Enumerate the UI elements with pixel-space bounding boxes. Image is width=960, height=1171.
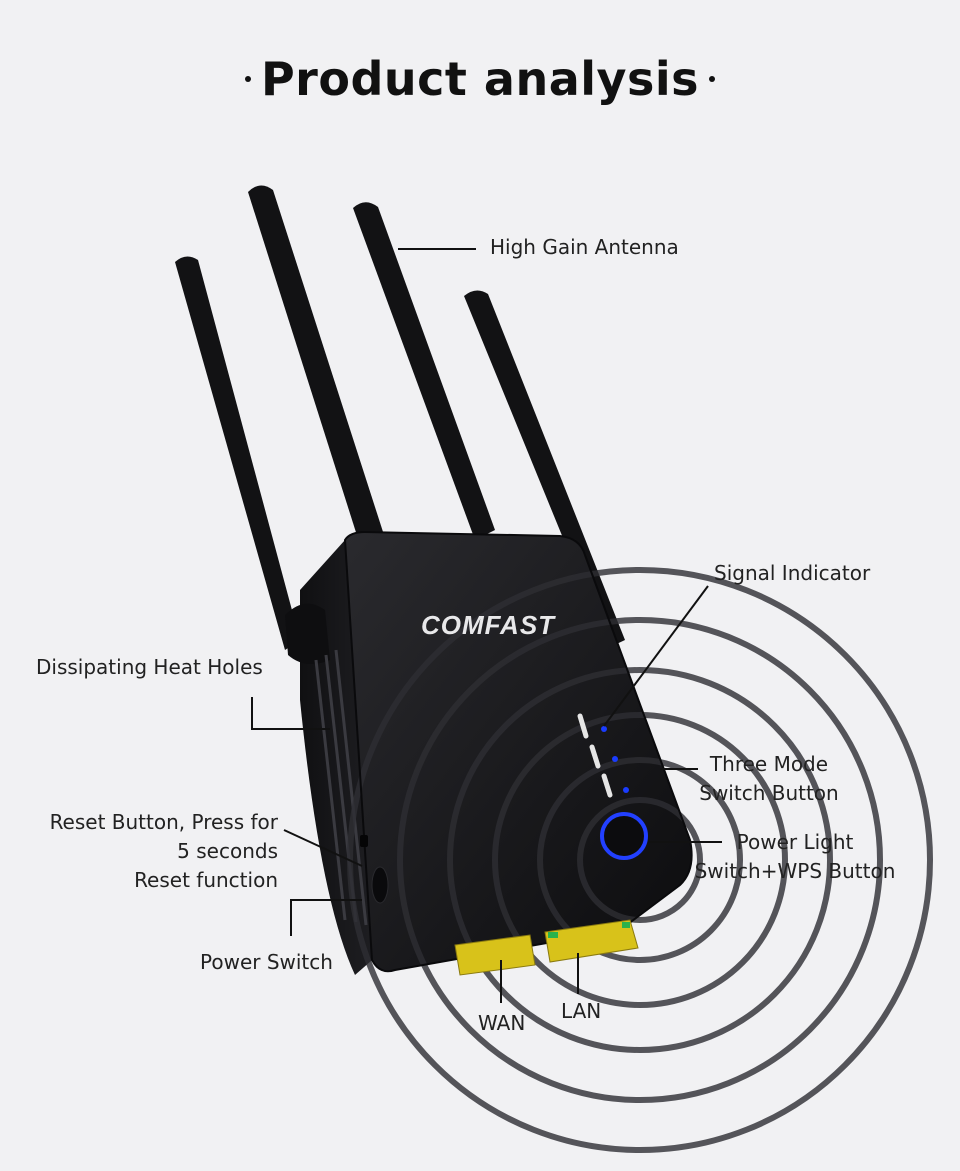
- label-power-light-line1: Power Light: [736, 830, 854, 854]
- reset-pinhole: [360, 835, 368, 847]
- label-reset-line1: Reset Button, Press for: [49, 810, 278, 834]
- port-wan: [454, 934, 536, 976]
- label-wan: WAN: [478, 1011, 526, 1035]
- label-reset-line2: 5 seconds: [177, 839, 278, 863]
- brand-logo: COMFAST: [421, 610, 556, 640]
- label-power-switch: Power Switch: [200, 950, 333, 974]
- label-three-mode: Three Mode Switch Button: [686, 750, 852, 808]
- antenna-2: [248, 185, 384, 546]
- port-lan: [544, 919, 639, 963]
- antenna-base-left: [285, 603, 330, 664]
- antenna-1: [175, 256, 300, 650]
- callout-lines: [251, 248, 722, 1003]
- power-wps-button: [600, 812, 648, 860]
- label-three-mode-line1: Three Mode: [709, 752, 829, 776]
- antenna-3: [353, 202, 495, 540]
- device-body: [345, 532, 692, 972]
- label-power-light: Power Light Switch+WPS Button: [690, 828, 900, 886]
- power-switch-knob: [371, 866, 389, 904]
- label-reset-button: Reset Button, Press for 5 seconds Reset …: [20, 808, 278, 895]
- title-dot-left: [244, 75, 251, 82]
- antennas: [175, 185, 625, 650]
- label-signal-indicator: Signal Indicator: [714, 561, 871, 585]
- label-power-light-line2: Switch+WPS Button: [694, 859, 896, 883]
- label-high-gain-antenna: High Gain Antenna: [490, 235, 679, 259]
- label-lan: LAN: [561, 999, 602, 1023]
- label-three-mode-line2: Switch Button: [699, 781, 839, 805]
- signal-leds: [601, 726, 629, 793]
- title-dot-right: [709, 75, 716, 82]
- title-text: Product analysis: [260, 52, 700, 106]
- label-heat-holes: Dissipating Heat Holes: [36, 655, 263, 679]
- wave-texture: [347, 567, 933, 1153]
- page-title: Product analysis: [0, 52, 960, 106]
- label-reset-line3: Reset function: [134, 868, 278, 892]
- signal-bars: [577, 713, 613, 798]
